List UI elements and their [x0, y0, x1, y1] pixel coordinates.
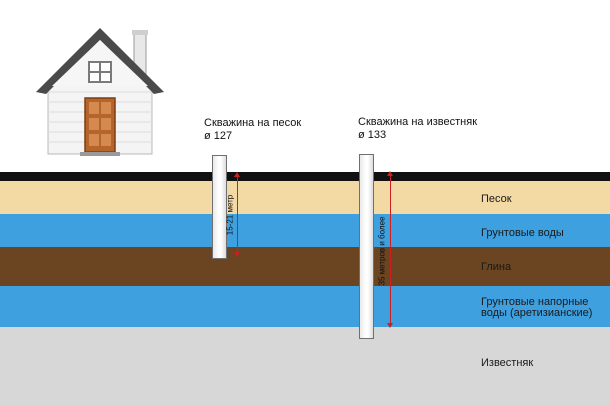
pressure-water-label: Грунтовые напорные воды (аретизианские): [481, 296, 593, 319]
chimney-cap: [132, 30, 148, 35]
limestone-label: Известняк: [481, 357, 534, 369]
sand-depth-arrow-bottom: [234, 252, 240, 257]
groundwater-label: Грунтовые воды: [481, 227, 564, 239]
limestone-well-title: Скважина на известняк: [358, 116, 478, 128]
limestone-depth-line: [390, 176, 391, 324]
roof: [36, 28, 164, 94]
sand-layer: [0, 181, 610, 214]
pressure-water-layer: [0, 286, 610, 327]
clay-layer: [0, 247, 610, 286]
sand-label: Песок: [481, 193, 512, 205]
sand-depth-line: [237, 177, 238, 253]
groundwater-layer: [0, 214, 610, 247]
sand-well-pipe: [212, 155, 227, 259]
house-illustration: [36, 28, 164, 156]
sand-well-diameter: ø 127: [204, 130, 233, 142]
limestone-layer: [0, 327, 610, 406]
topsoil-layer: [0, 172, 610, 181]
sand-depth-arrow-top: [234, 172, 240, 177]
door-step: [80, 152, 120, 156]
limestone-depth-arrow-top: [387, 171, 393, 176]
sand-well-title: Скважина на песок: [204, 117, 302, 129]
limestone-well-diameter: ø 133: [358, 129, 387, 141]
limestone-well-pipe: [359, 154, 374, 339]
limestone-well-depth: 35 метров и более: [377, 216, 387, 286]
sand-well-depth: 15-21 метр: [225, 194, 235, 236]
clay-label: Глина: [481, 261, 512, 273]
limestone-depth-arrow-bottom: [387, 323, 393, 328]
